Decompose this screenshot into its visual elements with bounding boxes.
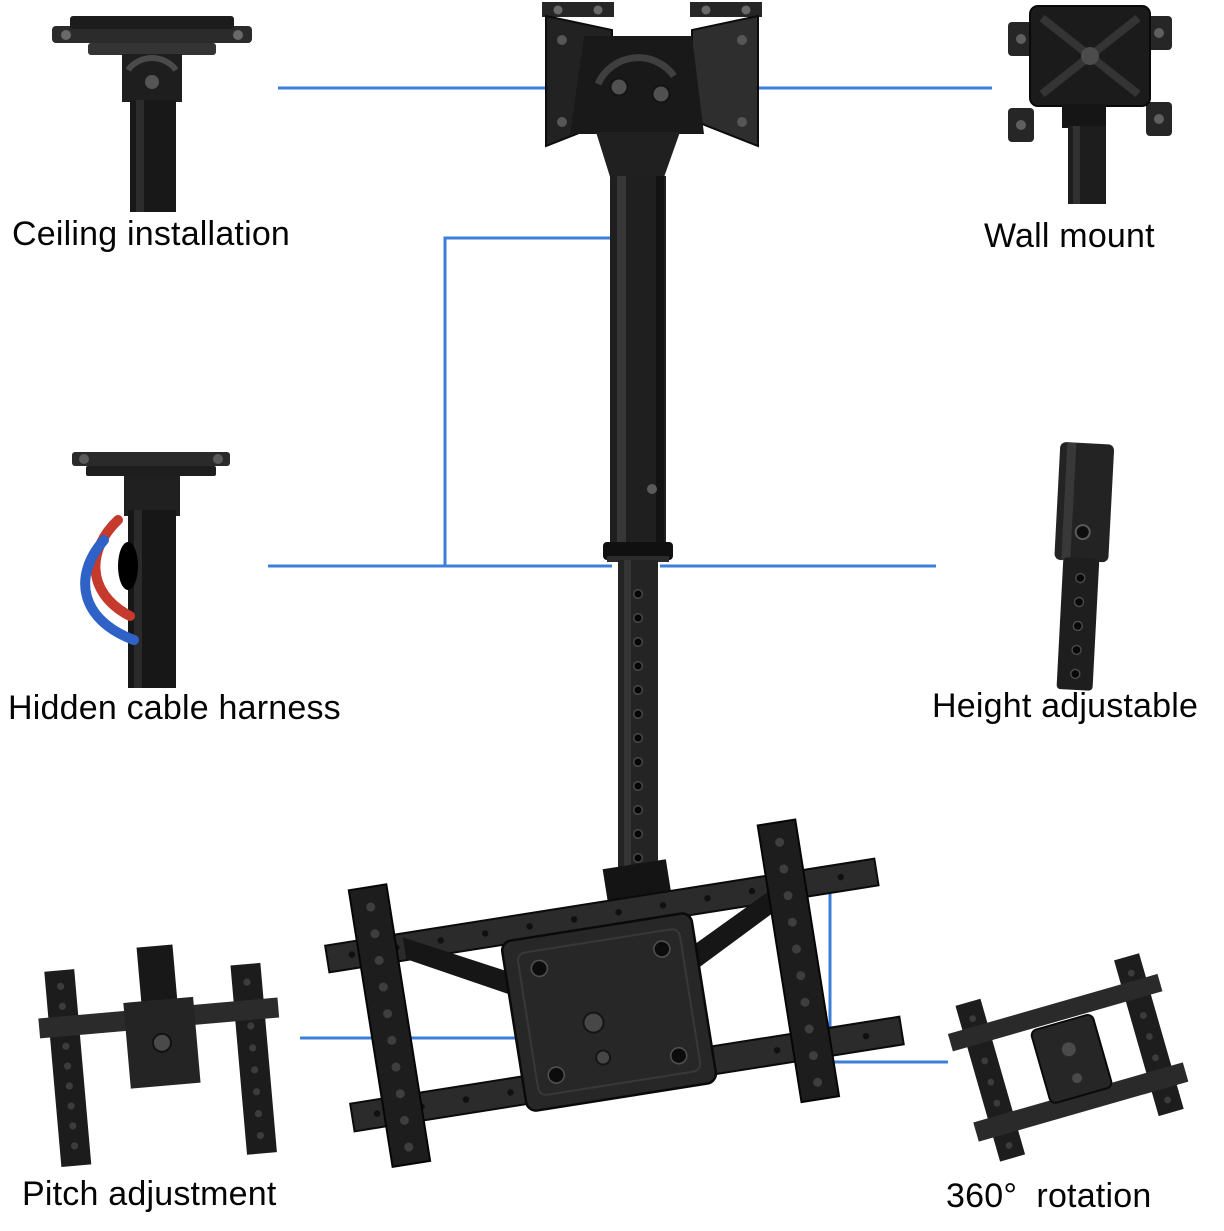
ceiling-tab-left xyxy=(542,2,614,17)
label-hidden-cable-harness: Hidden cable harness xyxy=(8,689,341,727)
thumb-height-holes xyxy=(1070,572,1086,680)
label-pitch-adjustment: Pitch adjustment xyxy=(22,1175,277,1213)
tilt-slot xyxy=(594,54,677,86)
thumb-rotation-360 xyxy=(947,953,1189,1162)
label-ceiling-installation: Ceiling installation xyxy=(12,215,291,253)
left-brace xyxy=(402,937,516,997)
thumb-hidden-cable-harness xyxy=(72,452,230,688)
right-rail-holes xyxy=(775,837,823,1087)
plate-center-screw xyxy=(582,1011,605,1034)
lock-bolt xyxy=(651,84,671,104)
thumb-pitch-right-holes xyxy=(243,978,265,1140)
blue-cable xyxy=(80,535,139,645)
thumb-pitch-adjustment xyxy=(38,944,280,1168)
thumb-ceiling-installation xyxy=(52,16,252,212)
leader-hidden-cable-harness xyxy=(268,236,612,568)
telescope-collar xyxy=(603,542,673,562)
right-tv-rail xyxy=(756,818,841,1104)
red-cable xyxy=(90,515,135,621)
ceiling-tab-right xyxy=(690,2,762,17)
left-tv-rail xyxy=(347,883,432,1168)
upper-pole xyxy=(610,176,666,548)
pivot-bolt xyxy=(609,77,629,97)
label-wall-mount: Wall mount xyxy=(984,217,1155,255)
thumb-wall-mount xyxy=(1008,5,1172,204)
lower-pole-height-holes xyxy=(618,560,658,885)
rotation-plate xyxy=(1030,1013,1113,1104)
label-height-adjustable: Height adjustable xyxy=(932,687,1199,725)
vesa-plate xyxy=(500,912,718,1112)
vesa-holes xyxy=(530,940,688,1084)
tv-bracket-assembly xyxy=(324,818,905,1168)
tilt-pivot-bolt xyxy=(151,1032,172,1053)
thumb-height-adjustable xyxy=(1054,442,1115,691)
main-ceiling-bracket xyxy=(542,2,762,180)
left-rail-holes xyxy=(366,902,414,1152)
cable-outlet xyxy=(118,542,138,590)
adjustment-holes xyxy=(633,589,644,864)
pole-screw xyxy=(647,484,657,494)
label-rotation-360: 360° rotation xyxy=(946,1177,1152,1215)
